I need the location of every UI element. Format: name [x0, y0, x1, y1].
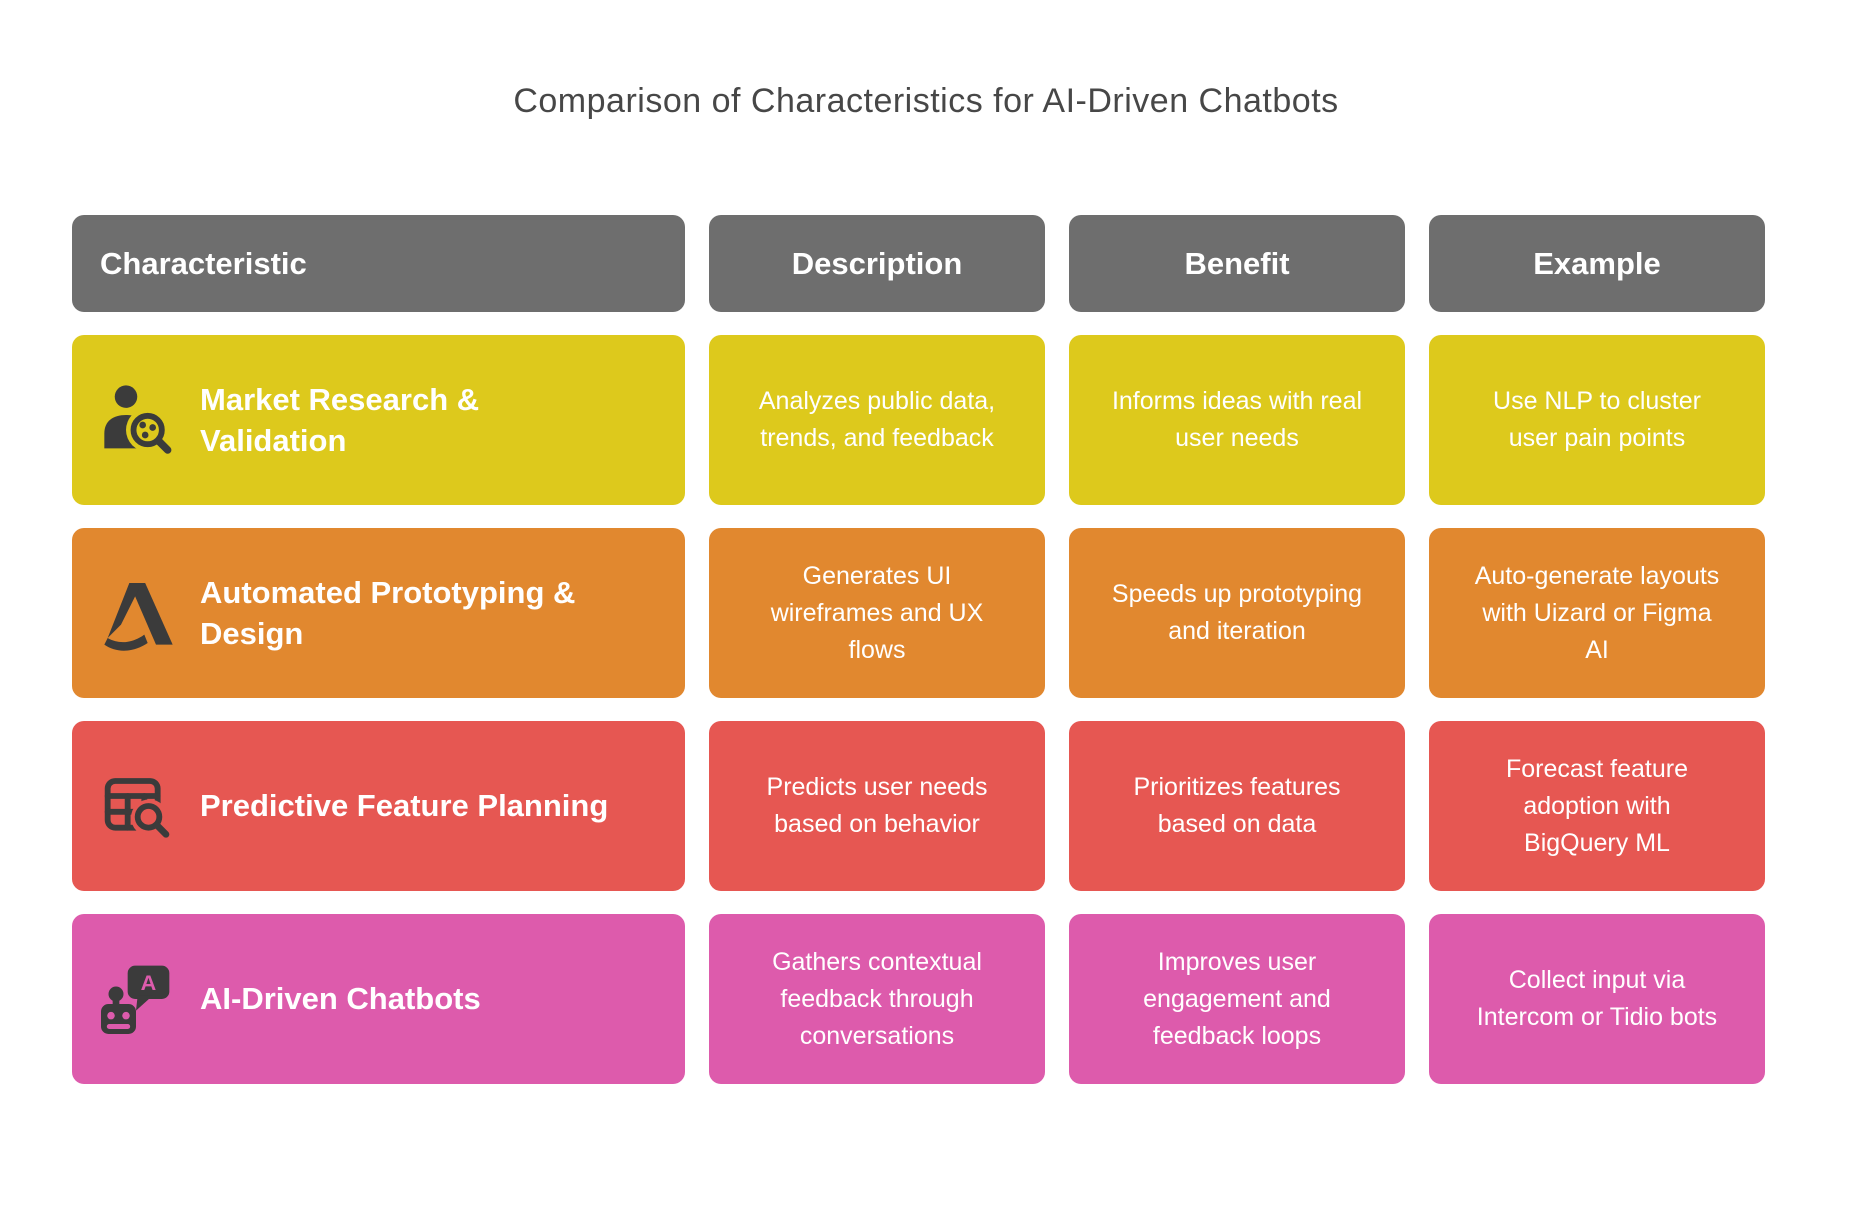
- header-cell-characteristic: Characteristic: [72, 215, 685, 312]
- cell-description: Generates UI wireframes and UX flows: [709, 528, 1045, 698]
- row-title: Market Research & Validation: [200, 381, 480, 458]
- cell-benefit: Informs ideas with real user needs: [1069, 335, 1405, 505]
- row-predictive-planning-name-cell: Predictive Feature Planning: [72, 721, 685, 891]
- cell-benefit: Speeds up prototyping and iteration: [1069, 528, 1405, 698]
- cell-description: Predicts user needs based on behavior: [709, 721, 1045, 891]
- cell-example: Auto-generate layouts with Uizard or Fig…: [1429, 528, 1765, 698]
- row-market-research-name-cell: Market Research & Validation: [72, 335, 685, 505]
- person-search-icon: [96, 380, 176, 460]
- stylized-a-design-icon: [96, 573, 176, 653]
- cell-example: Use NLP to cluster user pain points: [1429, 335, 1765, 505]
- row-title: AI-Driven Chatbots: [200, 981, 481, 1017]
- cell-example: Forecast feature adoption with BigQuery …: [1429, 721, 1765, 891]
- comparison-table: Characteristic Description Benefit Examp…: [72, 215, 1765, 1084]
- chatbot-icon: A: [96, 959, 176, 1039]
- row-automated-prototyping-name-cell: Automated Prototyping & Design: [72, 528, 685, 698]
- cell-description: Gathers contextual feedback through conv…: [709, 914, 1045, 1084]
- row-title: Predictive Feature Planning: [200, 788, 609, 824]
- cell-benefit: Improves user engagement and feedback lo…: [1069, 914, 1405, 1084]
- header-cell-example: Example: [1429, 215, 1765, 312]
- cell-example: Collect input via Intercom or Tidio bots: [1429, 914, 1765, 1084]
- cell-benefit: Prioritizes features based on data: [1069, 721, 1405, 891]
- svg-text:A: A: [141, 970, 157, 995]
- header-cell-benefit: Benefit: [1069, 215, 1405, 312]
- cell-description: Analyzes public data, trends, and feedba…: [709, 335, 1045, 505]
- row-ai-chatbots-name-cell: A AI-Driven Chatbots: [72, 914, 685, 1084]
- row-title: Automated Prototyping & Design: [200, 574, 576, 651]
- header-cell-description: Description: [709, 215, 1045, 312]
- table-search-icon: [96, 766, 176, 846]
- page-title: Comparison of Characteristics for AI-Dri…: [513, 82, 1339, 120]
